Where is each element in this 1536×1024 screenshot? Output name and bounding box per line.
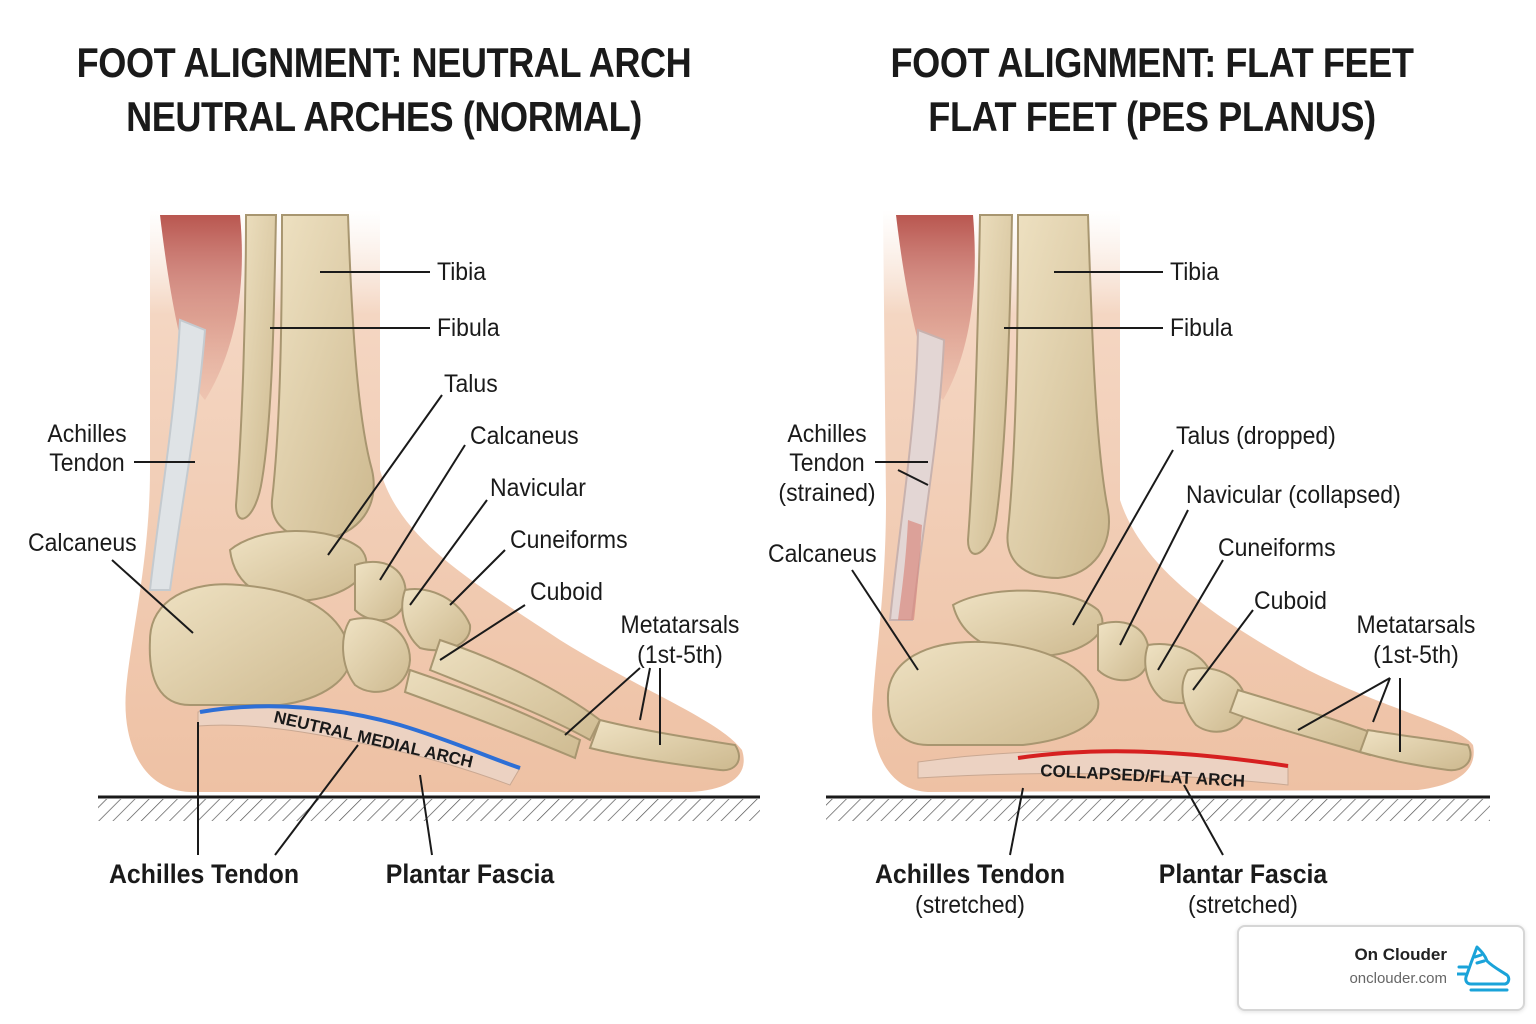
cuboid-bone [342,617,412,693]
label-metatarsals: Metatarsals [620,611,740,639]
label-achilles-tendon: Tendon [49,449,125,477]
cuneiforms-bone [401,588,472,652]
label-achilles-bottom-sub: (stretched) [915,891,1025,919]
toe-bones [1358,728,1472,772]
fibula-bone [234,214,278,520]
calf-muscle [160,215,242,400]
panel-title: FOOT ALIGNMENT: FLAT FEET [890,39,1414,86]
label-achilles: Achilles [787,420,867,448]
calcaneus-bone [886,640,1100,746]
label-navicular: Navicular (collapsed) [1186,481,1401,509]
label-calcaneus: Calcaneus [768,540,877,568]
tendon-strain [898,520,922,620]
fibula-bone [966,214,1014,555]
ground-hatch [98,799,760,821]
label-calcaneus-right: Calcaneus [470,422,579,450]
brand-url[interactable]: onclouder.com [1349,970,1447,987]
label-cuboid: Cuboid [530,578,603,606]
brand-card[interactable]: On Clouder onclouder.com [1237,925,1525,1011]
arch-line [199,704,521,770]
panel-subtitle: NEUTRAL ARCHES (NORMAL) [126,93,642,140]
panel-title: FOOT ALIGNMENT: NEUTRAL ARCH [76,39,692,86]
label-navicular: Navicular [490,474,586,502]
label-cuboid: Cuboid [1254,587,1327,615]
label-fibula: Fibula [437,314,500,342]
label-plantar-fascia: Plantar Fascia [385,859,555,889]
label-calcaneus-left: Calcaneus [28,529,137,557]
label-plantar-fascia: Plantar Fascia [1158,859,1328,889]
flat-foot-illustration: COLLAPSED/FLAT ARCH [826,210,1490,856]
arch-band [917,750,1289,786]
label-achilles-bottom: Achilles Tendon [108,859,300,889]
label-plantar-fascia-sub: (stretched) [1188,891,1298,919]
brand-name: On Clouder [1354,945,1447,964]
running-shoe-icon [1457,945,1511,992]
navicular-bone [354,560,407,622]
label-tibia: Tibia [437,258,487,286]
label-talus: Talus [444,370,498,398]
label-achilles-tendon: Tendon [789,449,865,477]
flat-feet-panel: FOOT ALIGNMENT: FLAT FEET FLAT FEET (PES… [768,0,1536,1024]
label-achilles-strained: (strained) [778,479,876,507]
ground-hatch [826,799,1490,821]
label-cuneiforms: Cuneiforms [1218,534,1336,562]
label-tibia: Tibia [1170,258,1220,286]
label-cuneiforms: Cuneiforms [510,526,628,554]
panel-subtitle: FLAT FEET (PES PLANUS) [928,93,1376,140]
leader-lines [111,271,661,856]
arch-line [1017,749,1289,768]
label-achilles-bottom: Achilles Tendon [874,859,1066,889]
navicular-bone [1097,620,1150,682]
label-achilles: Achilles [47,420,127,448]
label-metatarsals: Metatarsals [1356,611,1476,639]
label-fibula: Fibula [1170,314,1233,342]
label-talus: Talus (dropped) [1176,422,1336,450]
label-metatarsals-range: (1st-5th) [637,641,723,669]
neutral-arch-panel: FOOT ALIGNMENT: NEUTRAL ARCH NEUTRAL ARC… [28,39,760,889]
tibia-bone [1006,214,1110,580]
metatarsal-bones [403,638,602,760]
leader-lines [851,271,1401,856]
neutral-foot-illustration: NEUTRAL MEDIAL ARCH [98,210,760,856]
calf-muscle [896,215,975,400]
achilles-tendon-shape [148,318,207,591]
label-metatarsals-range: (1st-5th) [1373,641,1459,669]
